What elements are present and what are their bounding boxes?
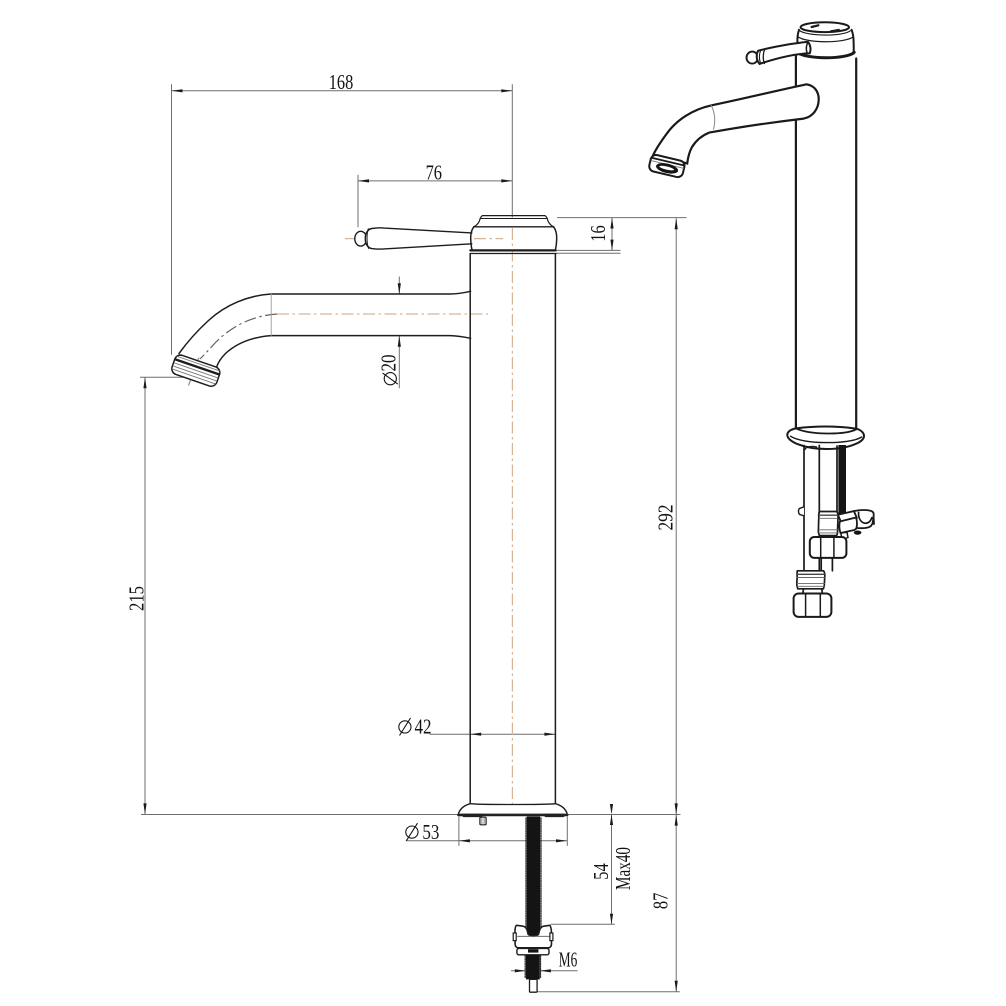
- svg-text:168: 168: [329, 70, 354, 94]
- svg-text:54: 54: [589, 863, 613, 880]
- svg-text:Max40: Max40: [611, 847, 635, 890]
- svg-text:215: 215: [124, 586, 148, 611]
- svg-text:76: 76: [426, 160, 442, 184]
- svg-text:292: 292: [653, 505, 677, 531]
- svg-text:87: 87: [648, 893, 672, 909]
- svg-text:16: 16: [586, 225, 610, 241]
- svg-text:42: 42: [415, 715, 432, 739]
- svg-text:20: 20: [377, 355, 401, 372]
- svg-text:53: 53: [422, 820, 439, 844]
- svg-text:M6: M6: [559, 948, 578, 972]
